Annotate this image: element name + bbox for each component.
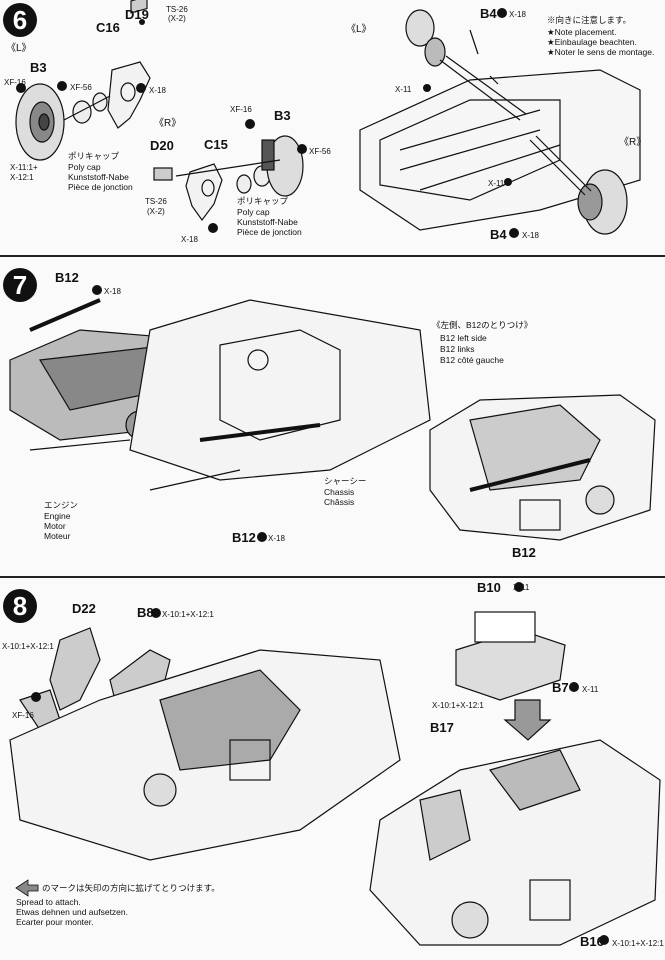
- ts26-top-qty: (X-2): [168, 14, 186, 23]
- xf56-right: XF-56: [309, 147, 331, 156]
- part-b3-right: B3: [274, 108, 291, 123]
- xf56-left: XF-56: [70, 83, 92, 92]
- x18-b12-top: X-18: [104, 287, 121, 296]
- step-number-8: 8: [3, 589, 37, 623]
- x11-left: X-11: [395, 85, 412, 94]
- left-side-label: 《L》: [6, 43, 32, 54]
- section-divider: [0, 576, 665, 578]
- x12-b: X-12:1: [10, 173, 34, 182]
- b17-screw: X-10:1+X-12:1: [432, 701, 484, 710]
- x11-right: X-11: [488, 179, 505, 188]
- ts26-top: TS-26: [166, 5, 188, 14]
- part-b12-bottom: B12: [232, 530, 256, 545]
- part-b12-top: B12: [55, 270, 79, 285]
- right-side-label: 《R》: [154, 118, 182, 129]
- step-number-7: 7: [3, 268, 37, 302]
- x18-right: X-18: [181, 235, 198, 244]
- part-b16: B16: [580, 934, 604, 949]
- ts26-bottom: TS-26: [145, 197, 167, 206]
- part-c16: C16: [96, 20, 120, 35]
- left-side-label-2: 《L》: [346, 24, 372, 35]
- x18-b12-bottom: X-18: [268, 534, 285, 543]
- x18-b4-top: X-18: [509, 10, 526, 19]
- x18-c16: X-18: [149, 86, 166, 95]
- part-b8: B8: [137, 605, 154, 620]
- b10-screw: X-11: [513, 583, 530, 592]
- x18-b4-bottom: X-18: [522, 231, 539, 240]
- left-screw: X-10:1+X-12:1: [2, 642, 54, 651]
- part-d20: D20: [150, 138, 174, 153]
- part-b12-detail: B12: [512, 545, 536, 560]
- part-b3-left: B3: [30, 60, 47, 75]
- part-b10: B10: [477, 580, 501, 595]
- ts26-bottom-qty: (X-2): [147, 207, 165, 216]
- part-d22: D22: [72, 601, 96, 616]
- b16-screw: X-10:1+X-12:1: [612, 939, 664, 948]
- step6-drawing: [15, 0, 641, 238]
- x11-a: X-11:1+: [10, 163, 38, 172]
- b7-screw: X-11: [582, 685, 599, 694]
- step-number-6: 6: [3, 3, 37, 37]
- part-c15: C15: [204, 137, 228, 152]
- xf16-right: XF-16: [230, 105, 252, 114]
- section-divider: [0, 255, 665, 257]
- part-b17: B17: [430, 720, 454, 735]
- b8-screw: X-10:1+X-12:1: [162, 610, 214, 619]
- part-b7: B7: [552, 680, 569, 695]
- right-side-label-2: 《R》: [619, 137, 647, 148]
- part-b4-bottom: B4: [490, 227, 507, 242]
- part-b4-top: B4: [480, 6, 497, 21]
- part-d19: D19: [125, 7, 149, 22]
- xf16-step8: XF-16: [12, 711, 34, 720]
- xf16-left: XF-16: [4, 78, 26, 87]
